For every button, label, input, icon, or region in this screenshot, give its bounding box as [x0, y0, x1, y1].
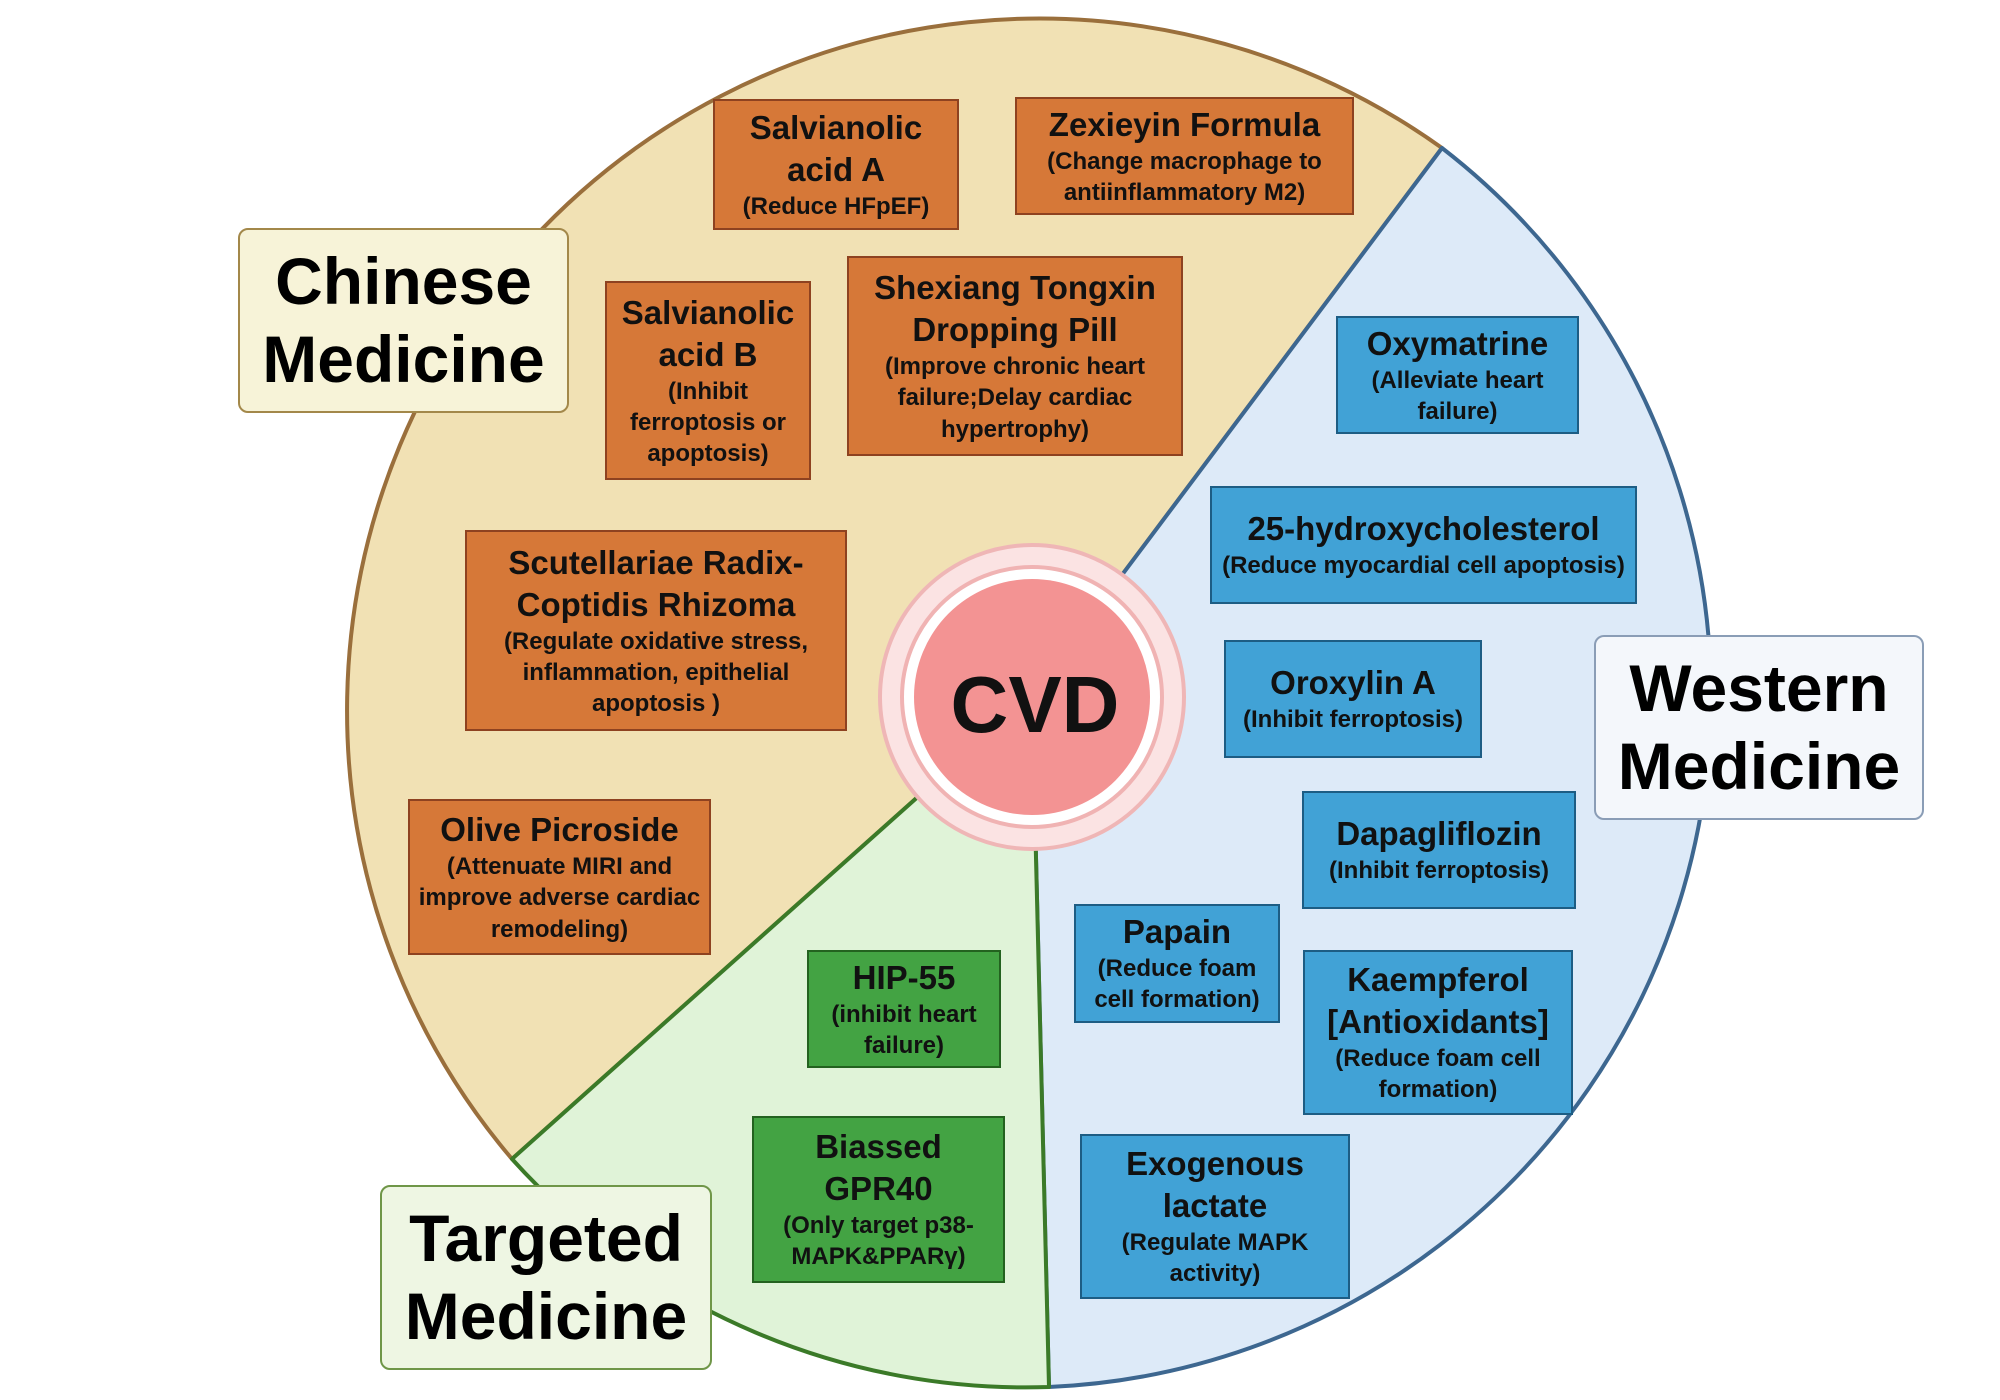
card-description: (Attenuate MIRI and improve adverse card… — [418, 853, 701, 943]
card-description: (Reduce myocardial cell apoptosis) — [1222, 552, 1625, 580]
label-line: Medicine — [262, 321, 545, 396]
card-title: Oroxylin A — [1270, 664, 1436, 702]
label-chinese-medicine: Chinese Medicine — [238, 228, 569, 413]
card-description: (Change macrophage to antiinflammatory M… — [1047, 147, 1322, 206]
card-title: Salvianolic acid B — [621, 293, 795, 373]
card-description: (inhibit heart failure) — [831, 1000, 977, 1059]
card-title: Exogenous lactate — [1126, 1145, 1304, 1225]
card-biassed-gpr40: Biassed GPR40 (Only target p38-MAPK&PPAR… — [752, 1116, 1005, 1283]
card-description: (Inhibit ferroptosis) — [1329, 857, 1549, 885]
label-line: Medicine — [1617, 728, 1901, 803]
card-description: (Reduce HFpEF) — [742, 192, 930, 220]
card-title: Papain — [1122, 913, 1232, 951]
card-description: (Regulate MAPK activity) — [1121, 1229, 1309, 1288]
card-scutellariae-radix: Scutellariae Radix-Coptidis Rhizoma (Reg… — [465, 530, 847, 731]
card-title: Salvianolic acid A — [749, 109, 923, 188]
label-line: Western — [1629, 650, 1889, 725]
card-zexieyin-formula: Zexieyin Formula (Change macrophage to a… — [1015, 97, 1354, 215]
card-25-hydroxycholesterol: 25-hydroxycholesterol (Reduce myocardial… — [1210, 486, 1637, 604]
card-title: Kaempferol [Antioxidants] — [1327, 961, 1549, 1041]
card-title: Biassed GPR40 — [815, 1128, 942, 1208]
card-description: (Reduce foam cell formation) — [1335, 1045, 1541, 1104]
card-title: Oxymatrine — [1366, 324, 1549, 362]
card-title: Shexiang Tongxin Dropping Pill — [874, 269, 1156, 349]
label-western-medicine: Western Medicine — [1594, 635, 1924, 820]
card-hip-55: HIP-55 (inhibit heart failure) — [807, 950, 1001, 1068]
card-title: Zexieyin Formula — [1048, 105, 1321, 143]
label-targeted-medicine: Targeted Medicine — [380, 1185, 712, 1370]
card-description: (Regulate oxidative stress, inflammation… — [503, 627, 809, 717]
label-line: Targeted — [409, 1200, 683, 1275]
card-exogenous-lactate: Exogenous lactate (Regulate MAPK activit… — [1080, 1134, 1350, 1299]
card-title: Dapagliflozin — [1336, 815, 1542, 853]
card-title: 25-hydroxycholesterol — [1247, 510, 1600, 548]
label-line: Medicine — [404, 1278, 688, 1353]
card-description: (Inhibit ferroptosis or apoptosis) — [629, 377, 787, 467]
card-title: Scutellariae Radix-Coptidis Rhizoma — [508, 543, 804, 623]
card-dapagliflozin: Dapagliflozin (Inhibit ferroptosis) — [1302, 791, 1576, 909]
card-title: HIP-55 — [852, 958, 956, 996]
label-line: Chinese — [275, 243, 532, 318]
card-description: (Alleviate heart failure) — [1371, 366, 1544, 425]
card-oxymatrine: Oxymatrine (Alleviate heart failure) — [1336, 316, 1579, 434]
card-salvianolic-acid-a: Salvianolic acid A (Reduce HFpEF) — [713, 99, 959, 230]
card-title: Olive Picroside — [440, 811, 679, 849]
card-kaempferol: Kaempferol [Antioxidants] (Reduce foam c… — [1303, 950, 1573, 1115]
card-oroxylin-a: Oroxylin A (Inhibit ferroptosis) — [1224, 640, 1482, 758]
card-papain: Papain (Reduce foam cell formation) — [1074, 904, 1280, 1023]
card-olive-picroside: Olive Picroside (Attenuate MIRI and impr… — [408, 799, 711, 955]
card-description: (Inhibit ferroptosis) — [1243, 706, 1463, 734]
cvd-label: CVD — [950, 660, 1120, 749]
card-description: (Improve chronic heart failure;Delay car… — [884, 353, 1146, 443]
card-shexiang-tongxin: Shexiang Tongxin Dropping Pill (Improve … — [847, 256, 1183, 456]
card-description: (Reduce foam cell formation) — [1094, 955, 1260, 1014]
card-salvianolic-acid-b: Salvianolic acid B (Inhibit ferroptosis … — [605, 281, 811, 480]
cvd-core — [914, 579, 1150, 815]
card-description: (Only target p38-MAPK&PPARγ) — [783, 1212, 974, 1271]
